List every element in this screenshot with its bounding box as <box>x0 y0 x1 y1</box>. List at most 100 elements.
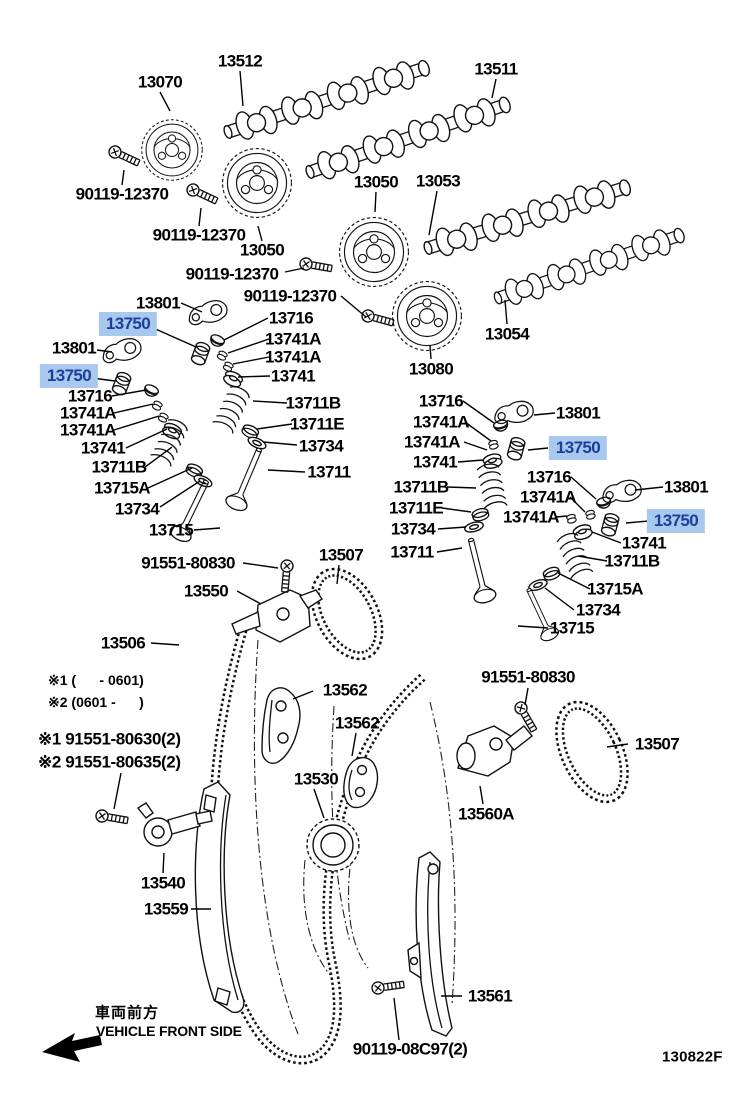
leader-lines <box>91 70 664 1041</box>
part-label-13540[interactable]: 13540 <box>140 873 186 893</box>
part-label-13562[interactable]: 13562 <box>334 713 380 733</box>
part-label-13734[interactable]: 13734 <box>114 499 160 519</box>
part-label-13560A[interactable]: 13560A <box>458 804 515 824</box>
lifter-13750-1 <box>189 340 212 368</box>
rocker-13801-1 <box>185 297 230 329</box>
part-label-13711E[interactable]: 13711E <box>289 414 345 434</box>
part-label-13512[interactable]: 13512 <box>217 51 263 71</box>
part-label-13711[interactable]: 13711 <box>307 462 351 482</box>
lifter-13750-4 <box>599 511 621 538</box>
note-label: ※2 (0601 - ) <box>48 694 144 710</box>
part-label-90119-12370[interactable]: 90119-12370 <box>152 225 246 245</box>
part-label-13562[interactable]: 13562 <box>322 680 368 700</box>
part-label-13741A[interactable]: 13741A <box>60 420 117 440</box>
part-label-13750-highlighted[interactable]: 13750 <box>646 509 706 533</box>
part-label-13715A[interactable]: 13715A <box>94 478 151 498</box>
chain-damper-13562-2 <box>343 757 379 809</box>
part-label-13050[interactable]: 13050 <box>239 240 285 260</box>
part-label-13741A[interactable]: 13741A <box>413 412 470 432</box>
part-label-13711B[interactable]: 13711B <box>604 551 660 571</box>
part-label-13734[interactable]: 13734 <box>390 519 436 539</box>
chain-damper-13562-1 <box>261 687 301 764</box>
part-label-13741A[interactable]: 13741A <box>520 487 577 507</box>
part-label-13511[interactable]: 13511 <box>474 59 518 79</box>
bolt-90119-12370-4 <box>359 307 396 330</box>
part-label-13741A[interactable]: 13741A <box>265 329 322 349</box>
jp-label: 車両前方 <box>95 1004 160 1022</box>
rocker-13801-4 <box>599 477 644 507</box>
part-label-13050[interactable]: 13050 <box>353 172 399 192</box>
part-label-13711B[interactable]: 13711B <box>393 477 449 497</box>
part-label-91551-80830[interactable]: 91551-80830 <box>141 553 235 573</box>
part-label-13741[interactable]: 13741 <box>80 438 126 458</box>
part-label-90119-12370[interactable]: 90119-12370 <box>243 286 337 306</box>
part-label-13561[interactable]: 13561 <box>467 986 513 1006</box>
bolt-90119-12370-3 <box>298 256 334 276</box>
part-label-13507[interactable]: 13507 <box>318 545 364 565</box>
part-label-90119-12370[interactable]: 90119-12370 <box>75 184 169 204</box>
part-label-13741A[interactable]: 13741A <box>60 403 117 423</box>
part-label-13741[interactable]: 13741 <box>412 452 458 472</box>
part-label-13550[interactable]: 13550 <box>183 581 229 601</box>
part-label-13053[interactable]: 13053 <box>415 171 461 191</box>
note-part-label: ※2 91551-80635(2) <box>38 752 181 772</box>
part-label-13054[interactable]: 13054 <box>484 324 530 344</box>
chain-guide-13559 <box>194 781 245 1014</box>
part-label-13716[interactable]: 13716 <box>268 308 314 328</box>
part-label-13741A[interactable]: 13741A <box>404 432 461 452</box>
part-label-13507[interactable]: 13507 <box>634 734 680 754</box>
part-label-13716[interactable]: 13716 <box>526 467 572 487</box>
part-label-13711B[interactable]: 13711B <box>285 393 341 413</box>
note-part-label: ※1 91551-80630(2) <box>38 729 181 749</box>
part-label-13741A[interactable]: 13741A <box>503 507 560 527</box>
note-label: ※1 ( - 0601) <box>48 672 144 688</box>
part-label-91551-80830[interactable]: 91551-80830 <box>481 667 575 687</box>
tensioner-13550 <box>231 589 323 643</box>
chain-ring-13507-1 <box>310 567 384 661</box>
part-label-13070[interactable]: 13070 <box>137 72 183 92</box>
part-label-13080[interactable]: 13080 <box>408 359 454 379</box>
part-label-13506[interactable]: 13506 <box>100 633 146 653</box>
part-label-13559[interactable]: 13559 <box>143 899 189 919</box>
part-label-13716[interactable]: 13716 <box>418 391 464 411</box>
tensioner-13540 <box>136 802 213 847</box>
bolt-91551-80630 <box>94 808 130 828</box>
en-label: VEHICLE FRONT SIDE <box>96 1023 242 1039</box>
part-label-13716[interactable]: 13716 <box>67 386 113 406</box>
part-label-13711[interactable]: 13711 <box>390 542 434 562</box>
part-label-13741A[interactable]: 13741A <box>265 347 322 367</box>
bolt-91551-80830-1 <box>278 558 295 594</box>
part-label-13715A[interactable]: 13715A <box>587 579 644 599</box>
part-label-13750-highlighted[interactable]: 13750 <box>39 364 99 388</box>
part-label-13734[interactable]: 13734 <box>298 436 344 456</box>
valve-stack-b <box>207 332 271 514</box>
part-label-13750-highlighted[interactable]: 13750 <box>548 436 608 460</box>
chain-guide-13561 <box>407 851 453 1037</box>
bracket-13560a <box>456 725 533 777</box>
part-label-13711E[interactable]: 13711E <box>388 498 444 518</box>
sprocket-13530 <box>306 818 360 872</box>
part-label-13750-highlighted[interactable]: 13750 <box>98 312 158 336</box>
bolt-90119-08c97 <box>370 977 406 996</box>
part-label-90119-08C97(2)[interactable]: 90119-08C97(2) <box>352 1039 468 1059</box>
part-label-13801[interactable]: 13801 <box>135 293 181 313</box>
part-label-13801[interactable]: 13801 <box>51 338 97 358</box>
part-label-13711B[interactable]: 13711B <box>91 457 147 477</box>
part-label-13741[interactable]: 13741 <box>621 533 667 553</box>
part-label-13530[interactable]: 13530 <box>293 769 339 789</box>
phantom-lines <box>253 639 456 1035</box>
code-label: 130822F <box>662 1048 723 1066</box>
part-label-13801[interactable]: 13801 <box>555 403 601 423</box>
part-label-13801[interactable]: 13801 <box>663 477 709 497</box>
part-label-90119-12370[interactable]: 90119-12370 <box>185 264 279 284</box>
chain-ring-13507-2 <box>555 700 629 804</box>
part-label-13734[interactable]: 13734 <box>575 600 621 620</box>
rocker-13801-3 <box>491 398 536 428</box>
part-label-13741[interactable]: 13741 <box>270 366 316 386</box>
part-label-13715[interactable]: 13715 <box>148 520 194 540</box>
part-label-13715[interactable]: 13715 <box>549 618 595 638</box>
vvt-gear-13070 <box>141 119 203 181</box>
